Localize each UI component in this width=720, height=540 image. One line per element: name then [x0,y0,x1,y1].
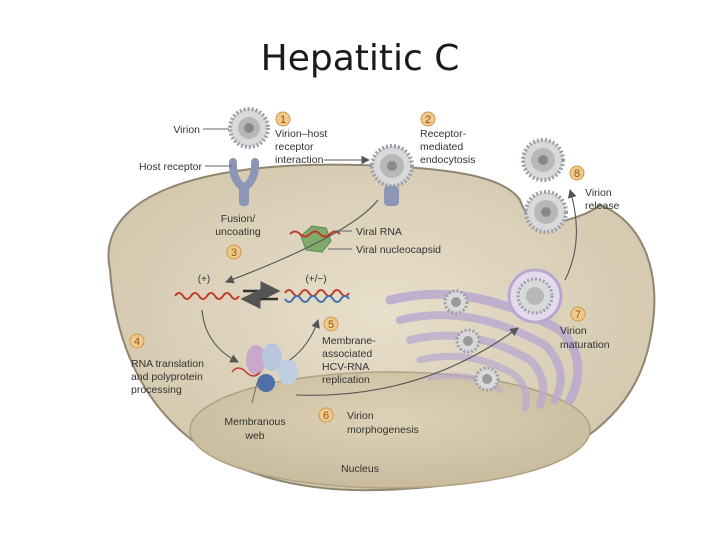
replication-complex [231,343,298,392]
step-badge-4: 4 [129,333,145,349]
svg-text:Membranous: Membranous [224,416,285,428]
svg-text:maturation: maturation [560,339,610,351]
host-receptor [228,158,260,206]
svg-text:Fusion/: Fusion/ [221,213,256,225]
step-2-label: Receptor- mediated endocytosis [420,128,475,166]
svg-text:replication: replication [322,374,370,386]
viral-nucleocapsid [289,225,341,253]
process-arrows [201,155,577,396]
step-badge-8: 8 [569,165,585,181]
step-badge-7: 7 [570,306,586,322]
svg-text:web: web [244,430,264,442]
svg-text:morphogenesis: morphogenesis [347,424,419,436]
svg-text:endocytosis: endocytosis [420,154,475,166]
virion-label: Virion [173,124,200,136]
svg-text:6: 6 [323,410,329,422]
rna-plus-minus-strand [284,289,350,303]
rna-plus-strand [174,292,240,300]
svg-text:3: 3 [231,247,237,259]
svg-text:receptor: receptor [275,141,314,153]
host-receptor-label: Host receptor [139,161,203,173]
step-badge-2: 2 [420,111,436,127]
svg-text:1: 1 [280,114,286,126]
step-7-label: Virion maturation [560,325,610,351]
svg-text:Virion: Virion [560,325,587,337]
membranous-web-label: Membranous web [224,416,285,442]
step-8-label: Virion release [585,187,620,212]
svg-text:and polyprotein: and polyprotein [131,371,203,383]
svg-text:processing: processing [131,384,182,396]
svg-text:4: 4 [134,336,140,348]
virion-in-er-3 [474,366,500,392]
svg-text:release: release [585,200,620,212]
step-3-label: Fusion/ uncoating [215,213,261,238]
viral-rna-strand [289,230,341,238]
leader-lines [203,128,352,404]
svg-text:associated: associated [322,348,372,360]
svg-text:7: 7 [575,309,581,321]
svg-text:5: 5 [328,319,334,331]
rna-plus-minus-label: (+/−) [305,274,326,285]
svg-text:Membrane-: Membrane- [322,335,376,347]
receptor-stalk [384,186,399,206]
nucleus-label: Nucleus [341,463,379,475]
svg-text:uncoating: uncoating [215,226,261,238]
virion-in-er-1 [443,289,469,315]
step-badge-5: 5 [323,316,339,332]
svg-text:2: 2 [425,114,431,126]
viral-rna-label: Viral RNA [356,226,402,238]
svg-text:mediated: mediated [420,141,463,153]
svg-text:RNA translation: RNA translation [131,358,204,370]
step-badge-1: 1 [275,111,291,127]
replication-equilibrium-arrows [240,281,281,309]
step-6-label: Virion morphogenesis [347,410,419,436]
svg-text:Virion–host: Virion–host [275,128,327,140]
nucleus [189,371,591,489]
viral-nucleocapsid-label: Viral nucleocapsid [356,244,441,256]
svg-text:HCV-RNA: HCV-RNA [322,361,369,373]
svg-text:Virion: Virion [585,187,612,199]
slide-title: Hepatitic C [260,38,460,79]
svg-text:Receptor-: Receptor- [420,128,467,140]
svg-text:8: 8 [574,168,580,180]
step-1-label: Virion–host receptor interaction [275,128,327,166]
step-badge-6: 6 [318,407,334,423]
svg-text:Virion: Virion [347,410,374,422]
svg-text:interaction: interaction [275,154,324,166]
virion-endocytosis [370,144,414,188]
virion-maturing [507,268,563,324]
virion-in-er-2 [455,328,481,354]
virion-released-2 [524,190,568,234]
rna-plus-label: (+) [198,274,211,285]
step-5-label: Membrane- associated HCV-RNA replication [322,335,376,386]
step-badge-3: 3 [226,244,242,260]
virion-extracellular [228,107,270,149]
step-4-label: RNA translation and polyprotein processi… [131,358,204,396]
virion-released-1 [521,138,565,182]
